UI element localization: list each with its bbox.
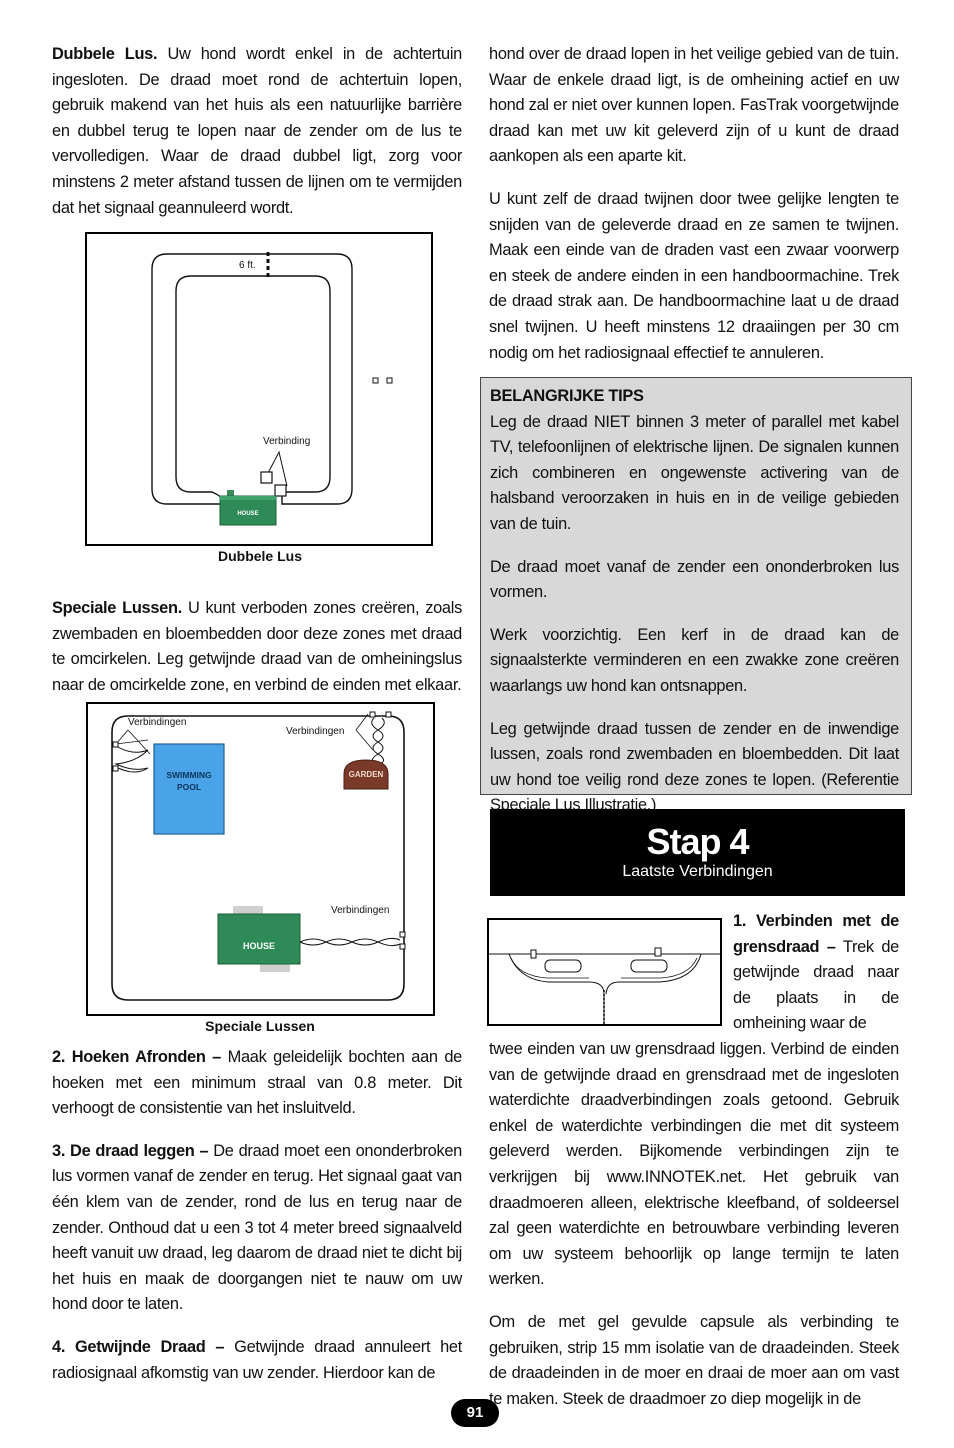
garden-label: GARDEN <box>349 770 384 779</box>
house-label: HOUSE <box>237 511 258 517</box>
connection-label: Verbinding <box>263 436 310 447</box>
special-loops-diagram: Verbindingen Verbindingen Verbindingen S… <box>111 711 406 1001</box>
tip-4: Leg getwijnde draad tussen de zender en … <box>490 719 899 815</box>
double-loop-diagram: 6 ft. Verbinding HOUSE <box>151 252 393 526</box>
pool-label-line1: SWIMMING <box>166 770 212 780</box>
figure-dubbele-lus: 6 ft. Verbinding HOUSE <box>85 232 433 546</box>
paragraph-continuation: hond over de draad lopen in het veilige … <box>489 45 899 166</box>
pool-label-line2: POOL <box>177 782 201 792</box>
paragraph-speciale-lussen: Speciale Lussen. U kunt verboden zones c… <box>52 599 462 694</box>
paragraph-hoeken: 2. Hoeken Afronden – Maak geleidelijk bo… <box>52 1048 462 1118</box>
paragraph-twijnen: U kunt zelf de draad twijnen door twee g… <box>489 189 899 362</box>
left-column-mid: Speciale Lussen. U kunt verboden zones c… <box>52 596 462 715</box>
connections-left-label: Verbindingen <box>128 717 186 728</box>
paragraph-getwijnde-draad: 4. Getwijnde Draad – Getwijnde draad ann… <box>52 1337 462 1382</box>
tip-2: De draad moet vanaf de zender een ononde… <box>490 557 899 602</box>
step-title: Stap 4 <box>646 821 749 862</box>
connections-right-label: Verbindingen <box>331 905 389 916</box>
step-subtitle: Laatste Verbindingen <box>622 863 773 880</box>
paragraph-dubbele-lus: Dubbele Lus. Uw hond wordt enkel in de a… <box>52 45 462 217</box>
figure-speciale-lussen: Verbindingen Verbindingen Verbindingen S… <box>86 702 435 1016</box>
six-ft-label: 6 ft. <box>239 260 256 271</box>
tip-1: Leg de draad NIET binnen 3 meter of para… <box>490 412 899 533</box>
paragraph-draad-leggen: 3. De draad leggen – De draad moet een o… <box>52 1141 462 1314</box>
figure-connector <box>487 918 722 1026</box>
left-column-top: Dubbele Lus. Uw hond wordt enkel in de a… <box>52 42 462 238</box>
page-number: 91 <box>451 1399 499 1427</box>
step1-intro-text: 1. Verbinden met de grensdraad – Trek de… <box>733 912 899 1033</box>
left-column-bottom: 2. Hoeken Afronden – Maak geleidelijk bo… <box>52 1045 462 1403</box>
step1-intro: 1. Verbinden met de grensdraad – Trek de… <box>733 909 899 1037</box>
caption-speciale-lussen: Speciale Lussen <box>205 1018 315 1034</box>
house2-label: HOUSE <box>243 941 275 951</box>
connector-diagram <box>489 947 720 1024</box>
paragraph-gel-capsule: Om de met gel gevulde capsule als verbin… <box>489 1312 899 1408</box>
connections-top-label: Verbindingen <box>286 726 344 737</box>
right-column-bottom: twee einden van uw grensdraad liggen. Ve… <box>489 1037 899 1429</box>
tips-title: BELANGRIJKE TIPS <box>490 387 644 405</box>
caption-dubbele-lus: Dubbele Lus <box>217 548 302 564</box>
right-column-top: hond over de draad lopen in het veilige … <box>489 42 899 383</box>
step-header: Stap 4 Laatste Verbindingen <box>490 809 905 896</box>
step1-continued: twee einden van uw grensdraad liggen. Ve… <box>489 1040 899 1289</box>
important-tips-box: BELANGRIJKE TIPS Leg de draad NIET binne… <box>480 377 912 814</box>
tip-3: Werk voorzichtig. Een kerf in de draad k… <box>490 625 899 695</box>
